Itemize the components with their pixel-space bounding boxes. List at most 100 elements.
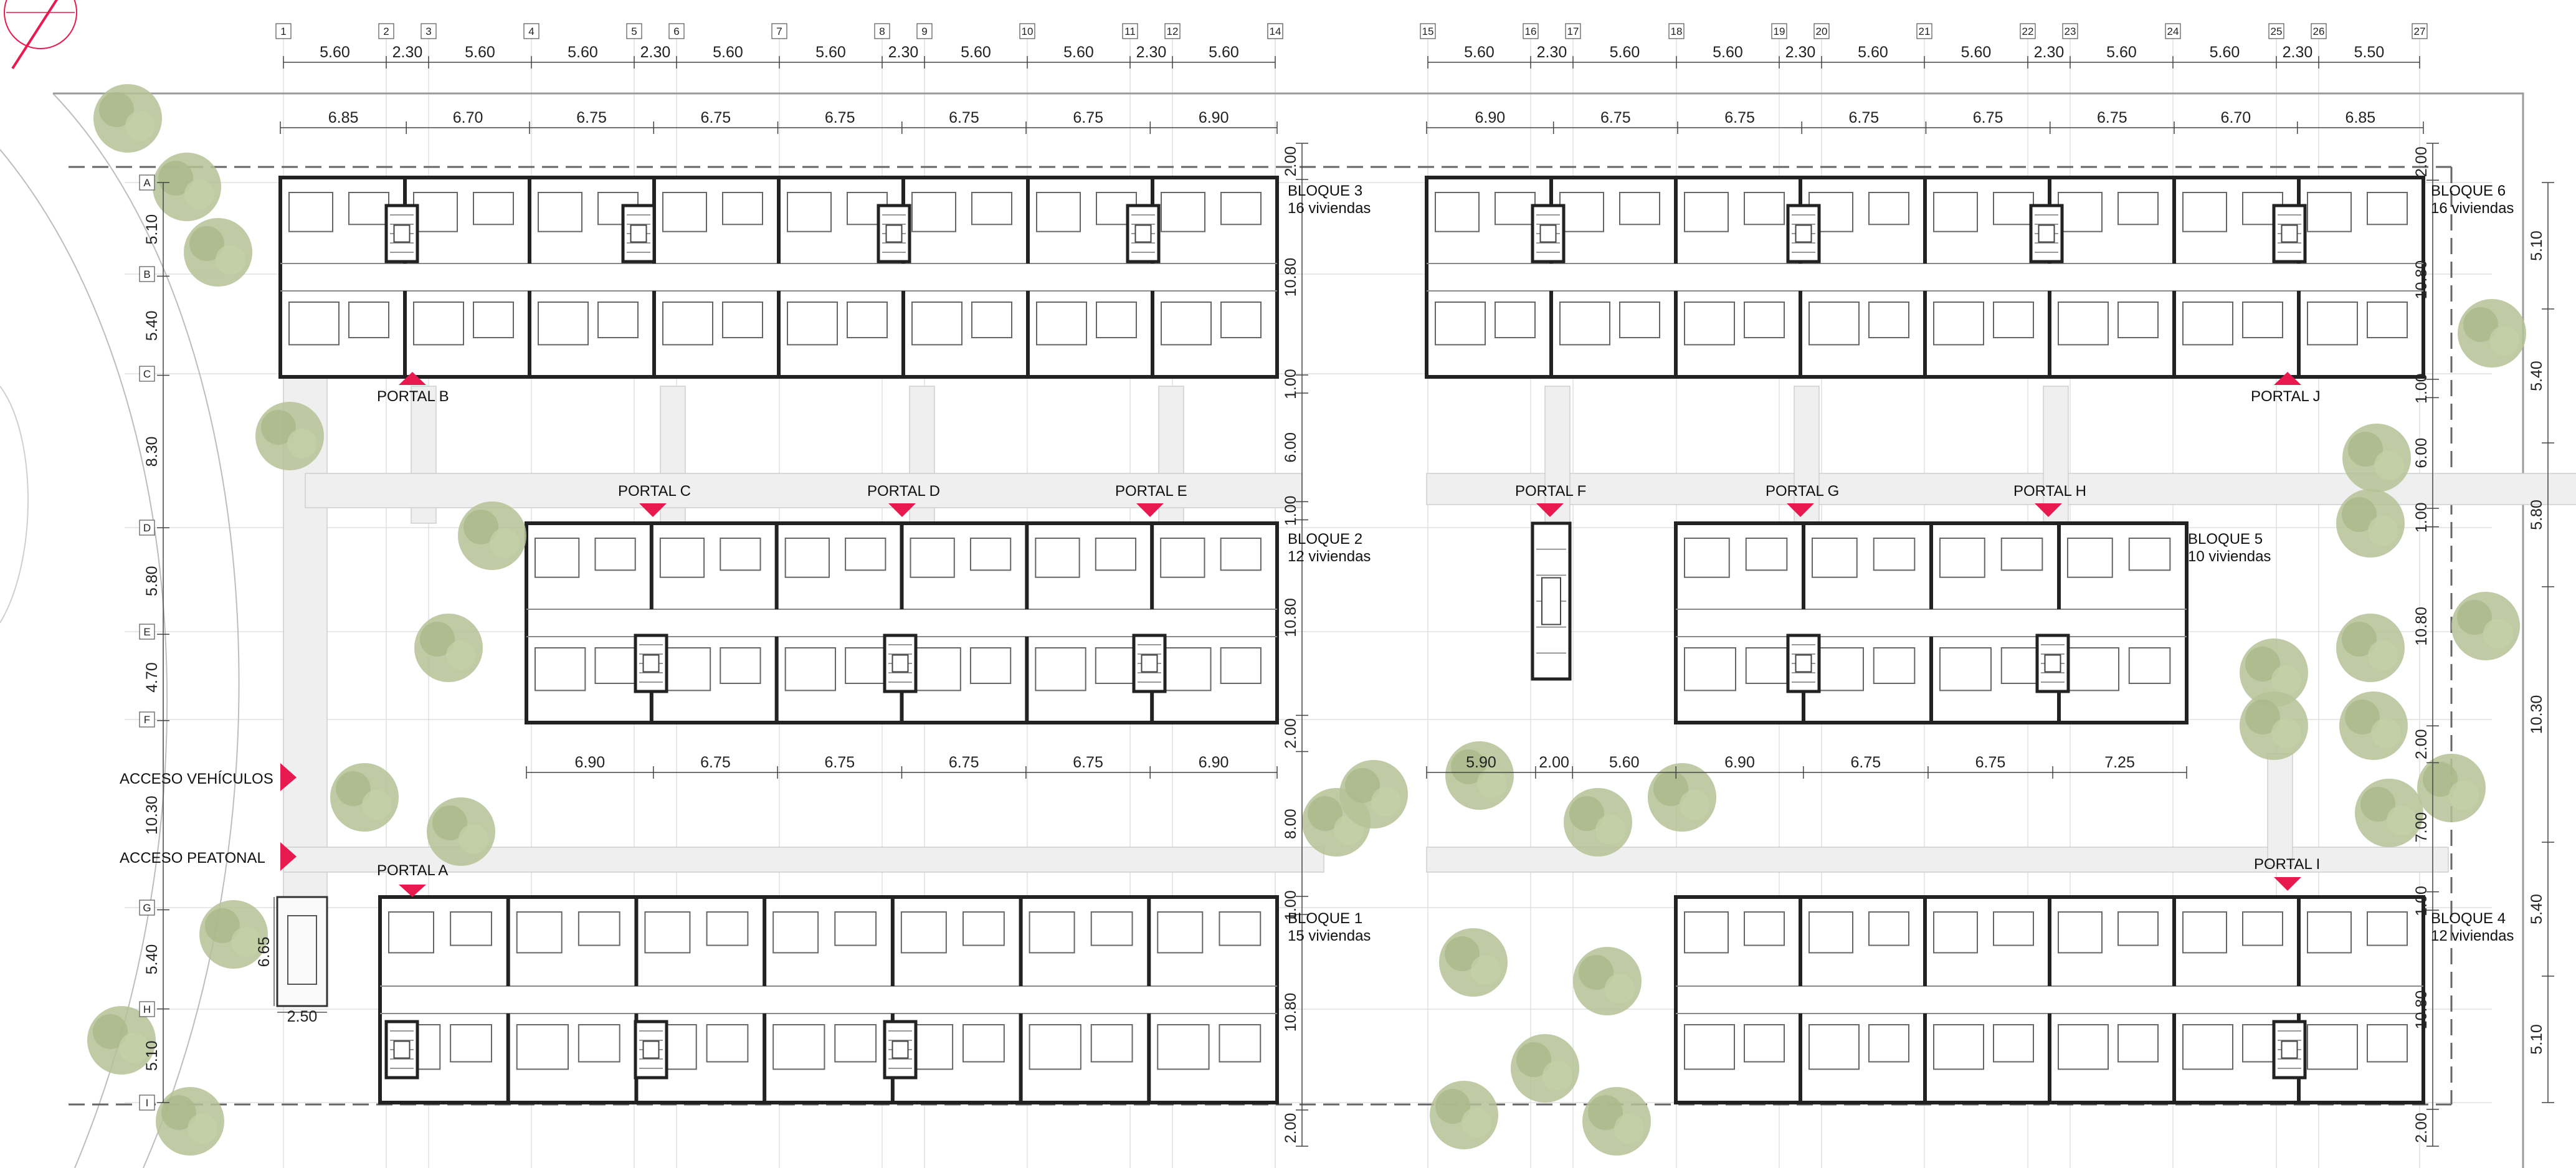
- block-3-dim: 6.75: [949, 109, 979, 126]
- tree-icon: [1582, 1087, 1651, 1156]
- top-dim-right: 5.50: [2354, 44, 2385, 61]
- left-vert-dim: 5.80: [143, 566, 161, 596]
- block-1-plan: [378, 895, 1279, 1104]
- top-dim-right: 5.60: [2106, 44, 2137, 61]
- column-axis-17: 17: [1565, 23, 1581, 39]
- entrance-pavilion: 6.65 2.50: [255, 896, 328, 1025]
- portal-h-label: PORTAL H: [2013, 483, 2086, 500]
- left-vert-dim: 5.40: [143, 311, 161, 341]
- column-axis-label: 12: [1167, 26, 1179, 37]
- top-dim-left: 5.60: [713, 44, 743, 61]
- tree-icon: [330, 763, 399, 832]
- portal-d-label: PORTAL D: [867, 483, 940, 500]
- block-6-dim: 6.75: [1600, 109, 1631, 126]
- right-vert-dim: 2.00: [2413, 729, 2430, 759]
- tree-icon: [2451, 592, 2520, 660]
- row-axis-H: H: [139, 1001, 155, 1017]
- column-axis-22: 22: [2020, 23, 2036, 39]
- block-4-units: 12 viviendas: [2431, 928, 2514, 944]
- right-vert-dim: 6.00: [2413, 438, 2430, 468]
- column-axis-label: 17: [1567, 26, 1579, 37]
- top-dim-right: 5.60: [1961, 44, 1992, 61]
- mid-vert-dim: 1.00: [1282, 369, 1300, 399]
- tree-icon: [427, 797, 495, 866]
- top-dim-left: 5.60: [465, 44, 495, 61]
- portal-h-marker-icon: [2035, 503, 2062, 517]
- column-axis-26: 26: [2311, 23, 2327, 39]
- block-3-dim: 6.75: [576, 109, 607, 126]
- row-axis-E: E: [139, 624, 155, 640]
- column-axis-27: 27: [2412, 23, 2428, 39]
- column-axis-7: 7: [771, 23, 787, 39]
- stair-core: [2029, 204, 2064, 264]
- top-dim-right: 5.60: [1858, 44, 1888, 61]
- portal-i: PORTAL I: [2254, 856, 2320, 891]
- top-dim-left: 5.60: [815, 44, 846, 61]
- block-3-dim: 6.75: [825, 109, 855, 126]
- column-axis-label: 26: [2313, 26, 2325, 37]
- far-right-vert-dim: 5.40: [2528, 361, 2545, 391]
- portal-c-label: PORTAL C: [618, 483, 691, 500]
- row-axis-C: C: [139, 366, 155, 382]
- tree-icon: [93, 84, 162, 153]
- portal-f-marker-icon: [1536, 503, 1564, 517]
- block-3-dim: 6.75: [1073, 109, 1103, 126]
- block-1-units: 15 viviendas: [1288, 928, 1371, 944]
- tree-icon: [199, 900, 268, 969]
- pedestrian-access-arrow-icon: [280, 842, 297, 871]
- block-5-units: 10 viviendas: [2188, 548, 2271, 565]
- block-6-plan: [1425, 176, 2425, 379]
- stair-core: [621, 204, 656, 264]
- mid-vert-dim: 6.00: [1282, 432, 1300, 463]
- column-axis-11: 11: [1122, 23, 1138, 39]
- top-dim-right: 5.60: [2210, 44, 2240, 61]
- column-axis-label: 5: [631, 26, 637, 37]
- block-4-plan: [1674, 895, 2425, 1104]
- column-axis-6: 6: [668, 23, 685, 39]
- far-right-vert-dim: 5.80: [2528, 500, 2545, 530]
- portal-f: PORTAL F: [1515, 483, 1586, 517]
- row-axis-label: B: [143, 268, 150, 280]
- pavilion-height-dim: 6.65: [255, 937, 273, 967]
- block-3-dim: 6.85: [328, 109, 359, 126]
- tree-icon: [1511, 1034, 1579, 1103]
- column-axis-label: 7: [776, 26, 782, 37]
- row-axis-label: E: [143, 626, 150, 638]
- block-5-dim: 6.75: [1851, 754, 1881, 771]
- far-right-vert-dim: 5.10: [2528, 230, 2545, 261]
- block-6-dim: 6.75: [1849, 109, 1880, 126]
- block-2-dim: 6.90: [575, 754, 606, 771]
- column-axis-label: 15: [1422, 26, 1434, 37]
- tree-icon: [255, 402, 324, 470]
- tree-icon: [1445, 741, 1514, 810]
- tree-icon: [2336, 489, 2405, 558]
- mid-vert-dim: 1.00: [1282, 496, 1300, 526]
- column-axis-label: 6: [673, 26, 679, 37]
- column-axis-label: 1: [280, 26, 286, 37]
- column-axis-label: 16: [1525, 26, 1537, 37]
- site-accesses: ACCESO VEHÍCULOS ACCESO PEATONAL: [120, 763, 297, 871]
- top-dim-right: 5.60: [1610, 44, 1640, 61]
- north-arrow-icon: [4, 0, 77, 70]
- stair-core: [1786, 204, 1821, 264]
- tree-icon: [2240, 639, 2308, 707]
- left-vert-dim: 5.40: [143, 944, 161, 975]
- portal-a-label: PORTAL A: [377, 862, 448, 879]
- mid-vert-dim: 8.00: [1282, 809, 1300, 839]
- tree-icon: [1430, 1081, 1498, 1149]
- row-axis-D: D: [139, 520, 155, 536]
- block-2-units: 12 viviendas: [1288, 548, 1371, 565]
- column-axis-19: 19: [1771, 23, 1787, 39]
- stair-core: [634, 1020, 668, 1080]
- top-dim-right: 5.60: [1464, 44, 1495, 61]
- left-vert-dim: 5.10: [143, 214, 161, 245]
- block-2-dim: 6.75: [1073, 754, 1103, 771]
- left-vert-dim: 4.70: [143, 662, 161, 693]
- column-axis-10: 10: [1019, 23, 1035, 39]
- pedestrian-access-label: ACCESO PEATONAL: [120, 850, 265, 867]
- top-dim-left: 2.30: [888, 44, 919, 61]
- block-2-dim: 6.75: [700, 754, 731, 771]
- left-vert-dim: 5.10: [143, 1040, 161, 1071]
